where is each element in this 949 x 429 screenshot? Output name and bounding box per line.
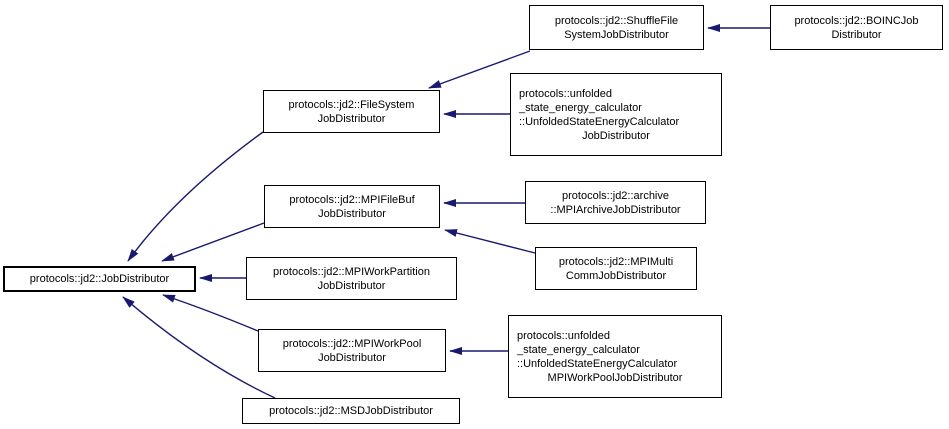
node-label: ::MPIArchiveJobDistributor [550,203,681,216]
node-label: Distributor [831,28,882,41]
node-label: protocols::jd2::BOINCJob [794,14,919,27]
node-shuffle-file-system-job-distributor[interactable]: protocols::jd2::ShuffleFile SystemJobDis… [529,5,704,50]
edge-mpifilebuf-to-jobdistributor [161,222,265,262]
node-label: JobDistributor [317,279,386,292]
edge-msd-to-jobdistributor [122,296,276,399]
node-label: JobDistributor [317,112,386,125]
node-label: protocols::unfolded [517,329,610,342]
edge-filesystem-to-jobdistributor [127,131,264,262]
node-label: protocols::jd2::MPIFileBuf [289,193,415,206]
edge-mpimulti-to-mpifilebuf [444,229,536,254]
node-mpi-filebuf-job-distributor[interactable]: protocols::jd2::MPIFileBuf JobDistributo… [264,185,440,228]
node-label: JobDistributor [318,351,386,364]
node-label: protocols::jd2::JobDistributor [29,273,170,285]
node-label: CommJobDistributor [565,269,667,282]
node-label: JobDistributor [582,129,650,142]
node-label: ::UnfoldedStateEnergyCalculator [519,115,680,128]
node-label: protocols::jd2::ShuffleFile [554,14,679,27]
node-label: SystemJobDistributor [564,28,669,41]
node-label: protocols::jd2::archive [562,189,669,202]
node-label: protocols::jd2::FileSystem [288,98,415,111]
node-label: JobDistributor [318,207,386,220]
node-mpi-archive-job-distributor[interactable]: protocols::jd2::archive ::MPIArchiveJobD… [525,181,706,224]
node-file-system-job-distributor[interactable]: protocols::jd2::FileSystem JobDistributo… [263,90,440,133]
node-mpi-multi-comm-job-distributor[interactable]: protocols::jd2::MPIMulti CommJobDistribu… [535,247,697,290]
node-label: _state_energy_calculator [517,343,640,356]
node-label: protocols::jd2::MPIWorkPool [282,337,422,350]
node-msd-job-distributor[interactable]: protocols::jd2::MSDJobDistributor [242,398,460,424]
node-label: MPIWorkPoolJobDistributor [547,371,683,384]
node-mpi-work-partition-job-distributor[interactable]: protocols::jd2::MPIWorkPartition JobDist… [246,257,457,300]
node-unfolded-state-energy-calculator-mpi-work-pool-job-distributor[interactable]: protocols::unfolded _state_energy_calcul… [508,315,722,398]
node-boinc-job-distributor[interactable]: protocols::jd2::BOINCJob Distributor [770,5,943,50]
edge-mpiworkpool-to-jobdistributor [162,294,259,332]
node-job-distributor[interactable]: protocols::jd2::JobDistributor [3,266,196,292]
node-label: _state_energy_calculator [519,101,642,114]
node-label: protocols::jd2::MPIMulti [558,255,674,268]
node-label: ::UnfoldedStateEnergyCalculator [517,357,678,370]
node-label: protocols::unfolded [519,87,612,100]
node-label: protocols::jd2::MPIWorkPartition [273,265,430,278]
node-unfolded-state-energy-calculator-job-distributor[interactable]: protocols::unfolded _state_energy_calcul… [510,73,722,156]
node-mpi-work-pool-job-distributor[interactable]: protocols::jd2::MPIWorkPool JobDistribut… [258,329,446,372]
node-label: protocols::jd2::MSDJobDistributor [269,405,433,417]
